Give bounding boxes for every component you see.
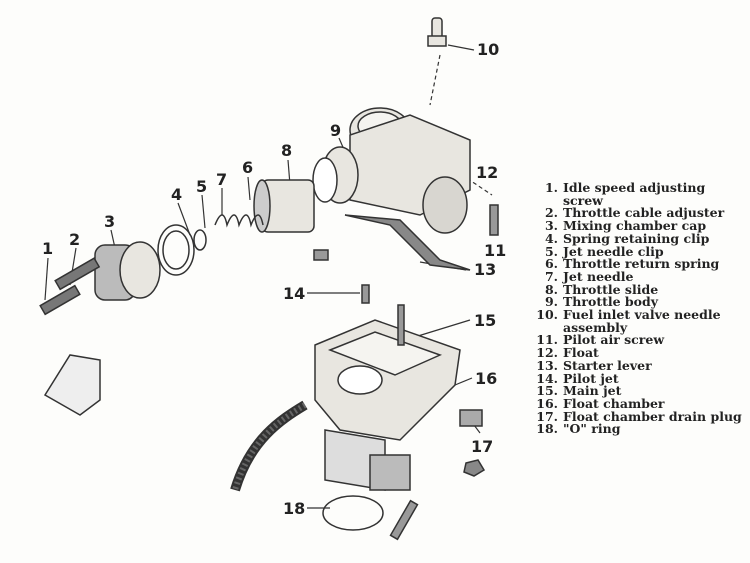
- pilot-air-screw-part: [489, 204, 499, 236]
- legend-number: 1.: [544, 180, 558, 195]
- fuel-inlet-needle-part: [427, 17, 447, 47]
- legend-item: 16. Float chamber: [536, 395, 748, 411]
- legend-item: 1. Idle speed adjusting screw: [536, 180, 748, 208]
- legend-item: 5. Jet needle clip: [536, 243, 748, 259]
- callout-6: 6: [242, 158, 254, 177]
- callout-4: 4: [171, 185, 183, 204]
- o-ring-part: [322, 495, 384, 531]
- callout-1: 1: [42, 239, 54, 258]
- legend-item: 9. Throttle body: [536, 296, 748, 309]
- legend-text: Spring retaining clip: [563, 230, 710, 246]
- legend-number: 4.: [544, 230, 558, 246]
- rubber-boot-part: [43, 354, 101, 416]
- callout-12: 12: [476, 163, 499, 182]
- drain-plug-part: [459, 409, 483, 427]
- legend-item: 2. Throttle cable adjuster: [536, 207, 748, 220]
- legend-item: 7. Jet needle: [536, 268, 748, 284]
- legend-number: 6.: [544, 256, 558, 272]
- callout-16: 16: [475, 369, 498, 388]
- legend-text: Pilot jet: [563, 370, 619, 386]
- legend-item: 13. Starter lever: [536, 357, 748, 373]
- callout-13: 13: [474, 260, 497, 279]
- mixing-chamber-cap-part: [94, 241, 161, 301]
- legend-text: Float: [563, 345, 599, 361]
- legend-item: 3. Mixing chamber cap: [536, 218, 748, 234]
- callout-10: 10: [477, 40, 500, 59]
- legend-number: 5.: [544, 243, 558, 259]
- legend-text: Throttle return spring: [563, 256, 720, 272]
- legend-text: Mixing chamber cap: [563, 218, 707, 234]
- callout-2: 2: [69, 230, 81, 249]
- legend-text: Throttle cable adjuster: [563, 205, 725, 221]
- legend-text: Pilot air screw: [563, 332, 665, 348]
- adjuster-screws-part: [39, 257, 101, 316]
- callout-15: 15: [474, 311, 497, 330]
- callout-18: 18: [283, 499, 306, 518]
- legend-text: Main jet: [563, 383, 622, 399]
- legend-text: Jet needle clip: [563, 243, 664, 259]
- legend-number: 8.: [544, 281, 558, 297]
- legend-item: 17. Float chamber drain plug: [536, 408, 748, 424]
- pilot-jet-part: [361, 284, 370, 304]
- callout-11: 11: [484, 241, 507, 260]
- legend-number: 16.: [536, 395, 558, 411]
- legend-item: 12. Float: [536, 345, 748, 361]
- legend-item: 8. Throttle slide: [536, 281, 748, 297]
- legend-number: 12.: [536, 345, 558, 361]
- legend-text: Fuel inlet valve needle assembly: [563, 307, 721, 335]
- legend-item: 14. Pilot jet: [536, 370, 748, 386]
- callout-14: 14: [283, 284, 306, 303]
- callout-17: 17: [471, 437, 494, 456]
- throttle-slide-part: [253, 179, 315, 233]
- legend-number: 9.: [544, 294, 558, 310]
- legend-number: 18.: [536, 421, 558, 437]
- callout-5: 5: [196, 177, 208, 196]
- legend-text: Idle speed adjusting screw: [563, 180, 706, 208]
- legend-number: 17.: [536, 408, 558, 424]
- legend-number: 10.: [536, 307, 558, 323]
- callout-7: 7: [216, 170, 228, 189]
- legend-text: Starter lever: [563, 357, 652, 373]
- legend-number: 7.: [544, 268, 558, 284]
- callout-8: 8: [281, 141, 293, 160]
- legend-number: 3.: [544, 218, 558, 234]
- spring-parts: [157, 214, 264, 276]
- legend-number: 13.: [536, 357, 558, 373]
- legend-item: 4. Spring retaining clip: [536, 230, 748, 246]
- legend-text: Float chamber: [563, 395, 665, 411]
- legend-item: 11. Pilot air screw: [536, 334, 748, 347]
- legend-item: 18. "O" ring: [536, 423, 748, 436]
- legend-item: 15. Main jet: [536, 385, 748, 398]
- legend-item: 6. Throttle return spring: [536, 258, 748, 271]
- legend-text: Float chamber drain plug: [563, 408, 742, 424]
- legend-number: 2.: [544, 205, 558, 221]
- throttle-body-part: [312, 107, 471, 271]
- callout-3: 3: [104, 212, 116, 231]
- legend-text: Throttle slide: [563, 281, 659, 297]
- legend-text: Jet needle: [563, 268, 634, 284]
- legend-item: 10. Fuel inlet valve needle assembly: [536, 307, 748, 335]
- callout-9: 9: [330, 121, 342, 140]
- parts-legend: 1. Idle speed adjusting screw 2. Throttle c…: [536, 180, 748, 436]
- legend-number: 15.: [536, 383, 558, 399]
- legend-text: "O" ring: [563, 421, 621, 437]
- drain-tube-part: [230, 400, 308, 492]
- legend-number: 11.: [536, 332, 558, 348]
- legend-number: 14.: [536, 370, 558, 386]
- legend-text: Throttle body: [563, 294, 658, 310]
- float-chamber-part: [314, 304, 461, 491]
